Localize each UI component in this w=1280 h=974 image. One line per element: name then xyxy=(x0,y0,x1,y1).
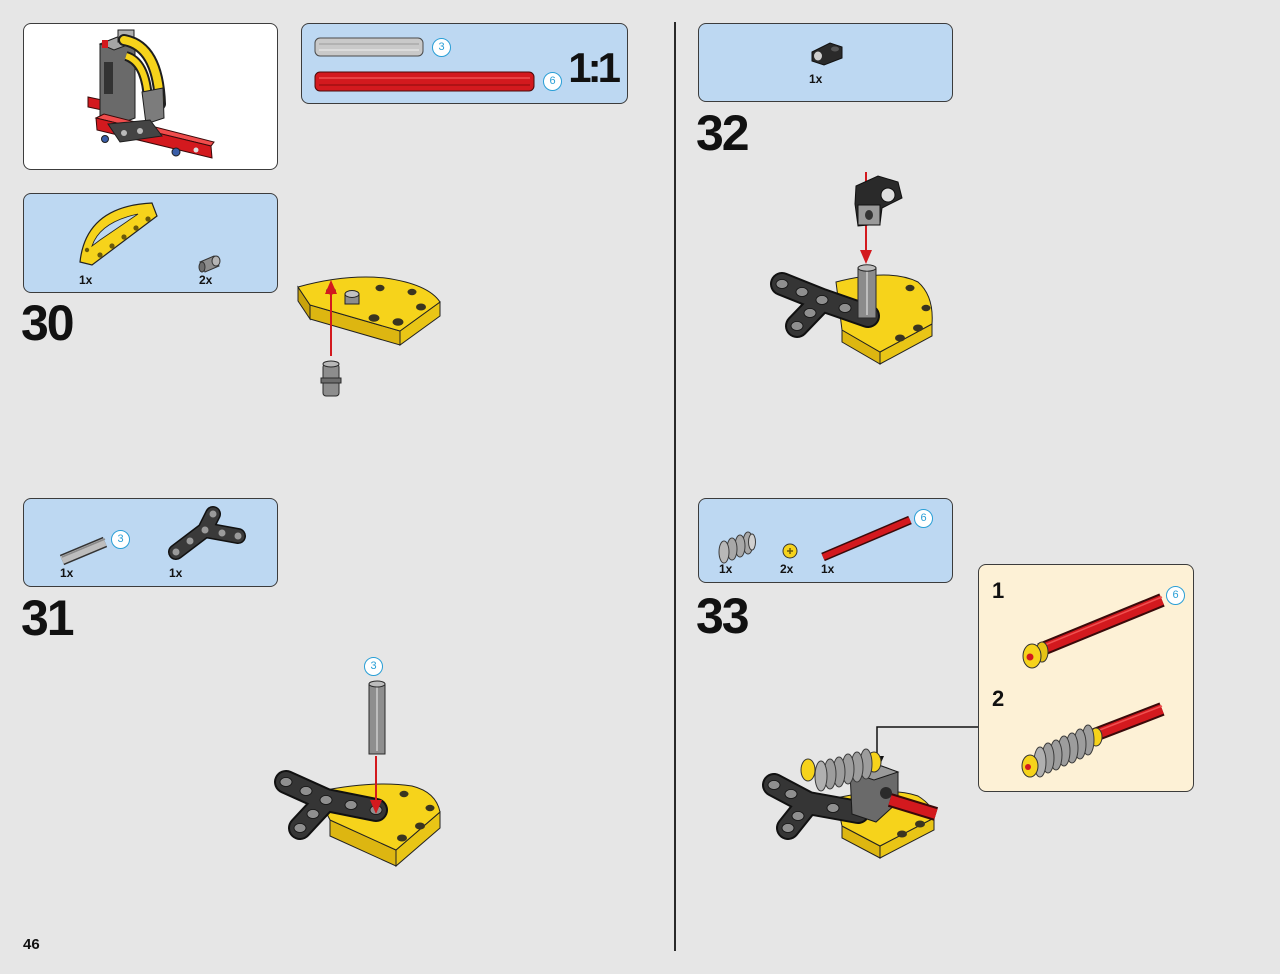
parts-list-step-33: 1x 2x 1x 6 xyxy=(698,498,953,583)
part-count: 1x xyxy=(809,72,823,86)
step-31-assembly xyxy=(274,680,441,868)
step-number: 33 xyxy=(696,588,750,644)
page-number: 46 xyxy=(23,936,40,953)
axle-length-marker: 6 xyxy=(914,509,933,528)
step-30-assembly xyxy=(297,276,441,356)
part-count: 1x xyxy=(60,566,74,580)
model-preview-panel xyxy=(23,23,278,170)
part-count: 1x xyxy=(169,566,183,580)
step-32-assembly xyxy=(770,172,933,365)
axle-length-marker: 6 xyxy=(1166,586,1185,605)
axle-length-marker: 3 xyxy=(364,657,383,676)
subassembly-panel: 1 6 2 xyxy=(978,564,1194,792)
parts-list-step-30: 1x 2x xyxy=(23,193,278,293)
part-count: 2x xyxy=(780,562,794,576)
step-number: 31 xyxy=(21,590,75,646)
part-count: 1x xyxy=(79,273,93,287)
column-divider xyxy=(674,22,676,951)
step-number: 32 xyxy=(696,105,750,161)
parts-list-step-32: 1x xyxy=(698,23,953,102)
part-count: 1x xyxy=(719,562,733,576)
parts-list-step-31: 1x 3 1x xyxy=(23,498,278,587)
axle-length-marker: 3 xyxy=(111,530,130,549)
callout-arrow xyxy=(870,726,978,772)
gray-pin-icon xyxy=(320,360,342,397)
part-count: 1x xyxy=(821,562,835,576)
substep-number: 2 xyxy=(992,686,1005,711)
step-33-assembly xyxy=(762,748,939,859)
axle-length-marker: 3 xyxy=(432,38,451,57)
scale-label: 1:1 xyxy=(568,44,621,91)
substep-number: 1 xyxy=(992,578,1005,603)
ruler-panel: 3 6 1:1 xyxy=(301,23,628,104)
part-count: 2x xyxy=(199,273,213,287)
axle-length-marker: 6 xyxy=(543,72,562,91)
step-number: 30 xyxy=(21,295,75,351)
